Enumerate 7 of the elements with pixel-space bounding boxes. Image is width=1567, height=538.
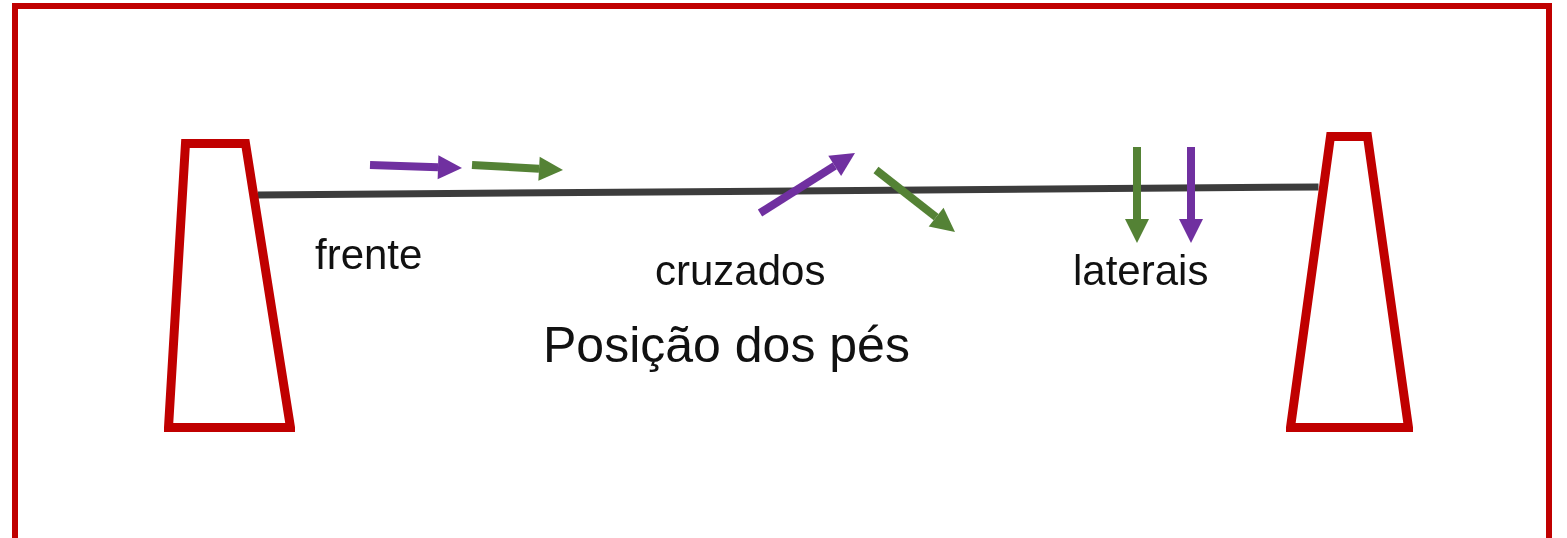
label-text: cruzados: [655, 248, 826, 295]
label-text: laterais: [1073, 248, 1209, 295]
label-text: frente: [315, 232, 423, 279]
post-drawing: [1285, 131, 1413, 432]
rope-line: [257, 183, 1319, 199]
post-drawing: [163, 138, 295, 432]
caption-text: Posição dos pés: [543, 318, 910, 373]
